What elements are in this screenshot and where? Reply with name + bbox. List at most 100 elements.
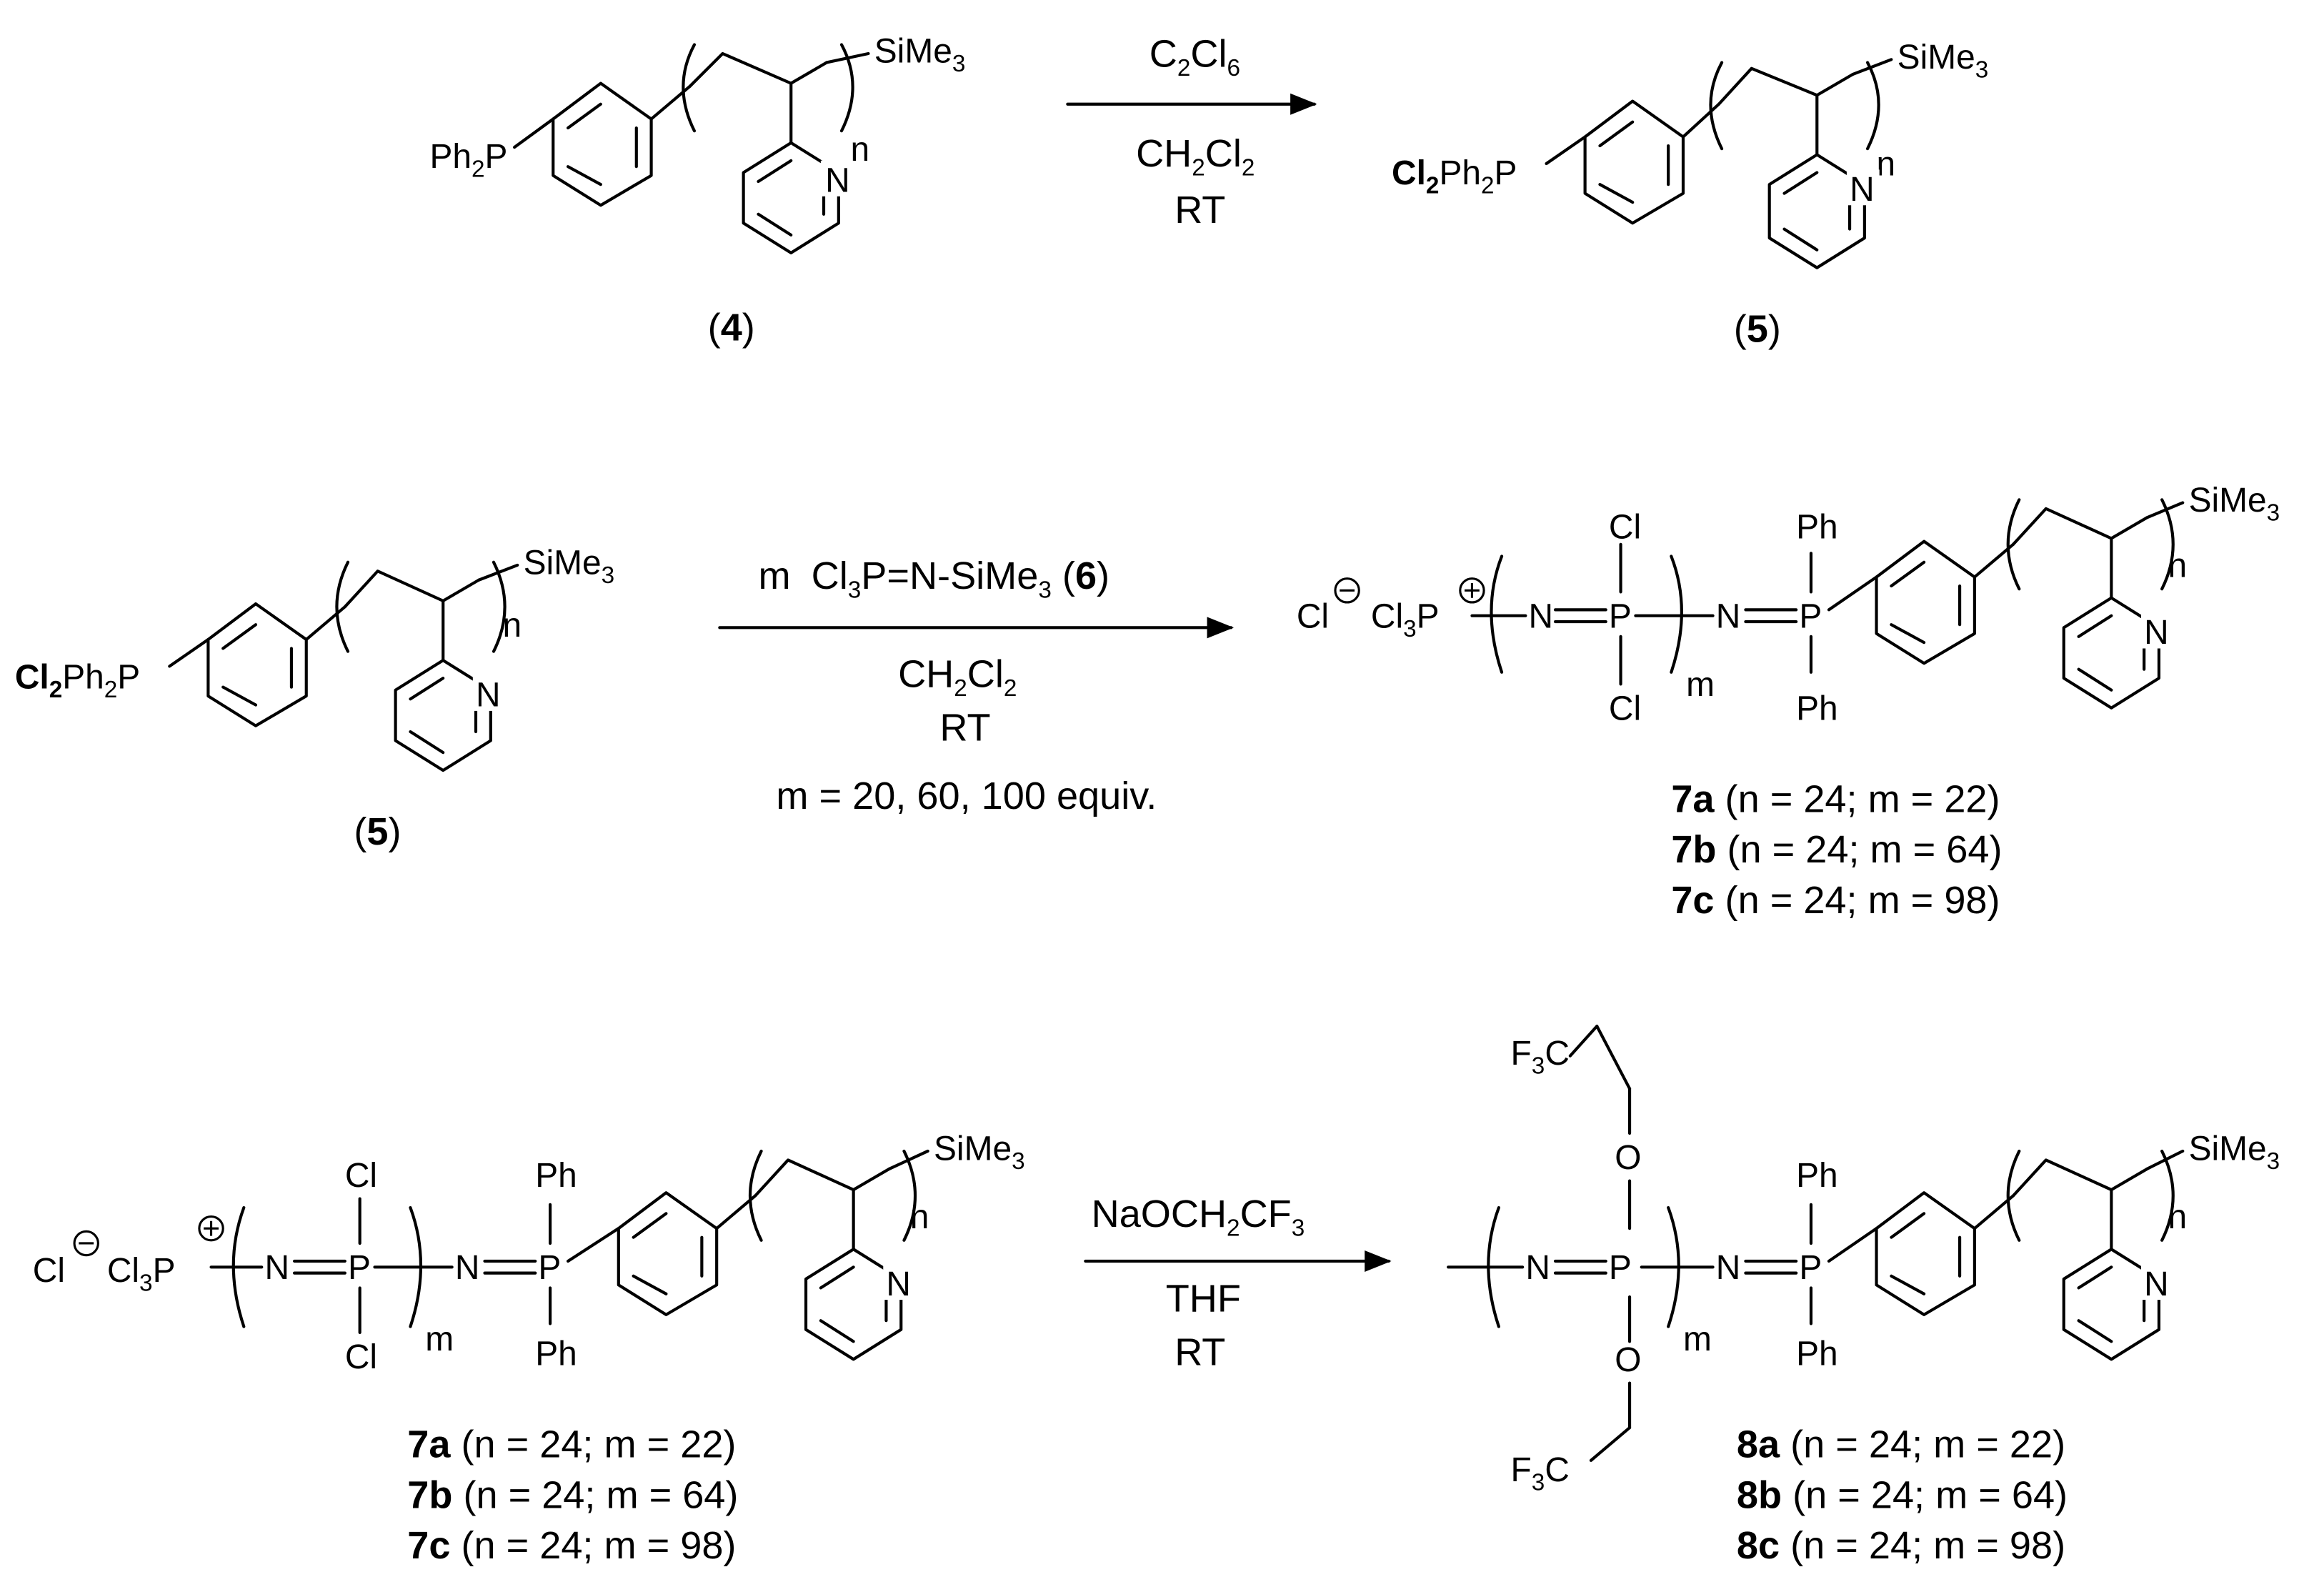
cl2ph2p-label: Cl2Ph2P <box>15 659 140 703</box>
bracket-right <box>1670 554 1683 674</box>
pyridine-nitrogen: N <box>2144 614 2169 652</box>
cl-top: Cl <box>345 1157 377 1195</box>
compound-7-list: 7a (n = 24; m = 22) 7b (n = 24; m = 64) … <box>1671 777 2002 922</box>
phosphorus: P <box>538 1249 561 1287</box>
subscript-m: m <box>1683 1320 1712 1358</box>
pyridine-nitrogen: N <box>1850 171 1875 209</box>
polymer-bracket-left <box>748 1149 763 1242</box>
temperature-rt: RT <box>1175 1331 1225 1374</box>
reagent-naoch2cf3: NaOCH2CF3 <box>1092 1193 1305 1241</box>
compound-7a-label: 7a (n = 24; m = 22) <box>407 1423 736 1466</box>
pyridine-nitrogen: N <box>476 677 501 715</box>
row1: Ph2P SiMe3 n N (4) C2Cl6 CH2Cl2 <box>429 32 1988 350</box>
ph-bottom: Ph <box>1796 1335 1838 1373</box>
reagent-c2cl6: C2Cl6 <box>1149 33 1240 81</box>
compound-8-list: 8a (n = 24; m = 22) 8b (n = 24; m = 64) … <box>1737 1423 2068 1568</box>
f3c-top: F3C <box>1511 1035 1570 1079</box>
compound-7-structure: Cl Cl3P N P Cl Cl m N P Ph <box>1297 482 2280 727</box>
sime3-label: SiMe3 <box>874 32 966 76</box>
cl-bottom: Cl <box>345 1338 377 1376</box>
imine-n: N <box>455 1249 480 1287</box>
oxygen-top: O <box>1615 1139 1641 1177</box>
compound-4-label: (4) <box>708 307 755 349</box>
polymer-bracket-left <box>2006 498 2021 591</box>
phosphorus: P <box>1609 1249 1632 1287</box>
cl3p-cation: Cl3P <box>107 1252 176 1296</box>
solvent-ch2cl2: CH2Cl2 <box>898 653 1017 702</box>
f3c-bottom: F3C <box>1511 1451 1570 1496</box>
pyridine-nitrogen: N <box>886 1265 911 1303</box>
phosphorus: P <box>1799 597 1822 635</box>
benzene-ring <box>1875 1191 1976 1316</box>
subscript-m: m <box>1686 666 1715 704</box>
bracket-right <box>409 1205 423 1328</box>
sime3-label: SiMe3 <box>1897 39 1989 83</box>
phosphorus: P <box>1799 1249 1822 1287</box>
imine-n: N <box>1716 597 1741 635</box>
pyridine-nitrogen: N <box>2144 1265 2169 1303</box>
compound-5-label: (5) <box>354 810 401 853</box>
benzene-ring <box>552 81 653 207</box>
compound-7-list: 7a (n = 24; m = 22) 7b (n = 24; m = 64) … <box>407 1423 738 1568</box>
ph-top: Ph <box>535 1157 577 1195</box>
subscript-n: n <box>2168 547 2187 585</box>
compound-8c-label: 8c (n = 24; m = 98) <box>1737 1524 2065 1567</box>
compound-7a-label: 7a (n = 24; m = 22) <box>1671 777 2000 820</box>
reaction-arrow-1: C2Cl6 CH2Cl2 RT <box>1066 33 1317 232</box>
ph2p-label: Ph2P <box>429 138 507 182</box>
subscript-n: n <box>1877 146 1896 184</box>
oxygen-bottom: O <box>1615 1341 1641 1379</box>
sime3-label: SiMe3 <box>524 544 615 588</box>
subscript-n: n <box>850 131 869 169</box>
subscript-m: m <box>425 1320 454 1358</box>
benzene-ring <box>206 602 308 727</box>
imine-n: N <box>1529 597 1554 635</box>
compound-7c-label: 7c (n = 24; m = 98) <box>1671 879 2000 922</box>
chloride-anion: Cl <box>1297 597 1329 635</box>
compound-8b-label: 8b (n = 24; m = 64) <box>1737 1473 2068 1516</box>
temperature-rt: RT <box>939 707 990 750</box>
subscript-n: n <box>2168 1198 2187 1236</box>
compound-7c-label: 7c (n = 24; m = 98) <box>407 1524 736 1567</box>
cl-bottom: Cl <box>1609 690 1641 727</box>
imine-n: N <box>1525 1249 1550 1287</box>
solvent-ch2cl2: CH2Cl2 <box>1136 132 1255 181</box>
compound-5-structure: Cl2Ph2P SiMe3 n N <box>1392 39 1989 269</box>
imine-n: N <box>264 1249 289 1287</box>
temperature-rt: RT <box>1175 189 1225 232</box>
ph-top: Ph <box>1796 508 1838 546</box>
pyridine-nitrogen: N <box>825 162 850 200</box>
subscript-n: n <box>910 1198 929 1236</box>
benzene-ring <box>1583 99 1685 225</box>
polymer-bracket-right <box>2160 1149 2175 1242</box>
sime3-label: SiMe3 <box>2189 1130 2280 1174</box>
polymer-bracket-right <box>1865 61 1880 151</box>
subscript-n: n <box>502 607 522 645</box>
bracket-right <box>1667 1205 1680 1328</box>
bracket-left <box>231 1205 246 1328</box>
ph-bottom: Ph <box>1796 690 1838 727</box>
solvent-thf: THF <box>1166 1278 1241 1320</box>
row3: Cl Cl3P N P Cl Cl m N P Ph <box>33 1025 2280 1568</box>
reaction-arrow-3: NaOCH2CF3 THF RT <box>1084 1193 1392 1374</box>
imine-n: N <box>1716 1249 1741 1287</box>
compound-4-structure: Ph2P SiMe3 n N <box>429 32 966 254</box>
equivalents-note: m = 20, 60, 100 equiv. <box>776 775 1157 817</box>
compound-7b-label: 7b (n = 24; m = 64) <box>407 1473 738 1516</box>
polymer-bracket-left <box>1709 61 1724 151</box>
polymer-bracket-right <box>839 43 854 133</box>
benzene-ring <box>617 1191 719 1316</box>
bracket-left <box>1487 1205 1500 1328</box>
compound-5-structure: Cl2Ph2P SiMe3 n N <box>15 544 615 772</box>
cl3p-cation: Cl3P <box>1371 597 1440 642</box>
phosphorus: P <box>1609 597 1632 635</box>
ph-bottom: Ph <box>535 1335 577 1373</box>
ph-top: Ph <box>1796 1157 1838 1195</box>
benzene-ring <box>1875 539 1976 665</box>
polymer-bracket-left <box>335 560 350 653</box>
compound-7b-label: 7b (n = 24; m = 64) <box>1671 828 2002 871</box>
